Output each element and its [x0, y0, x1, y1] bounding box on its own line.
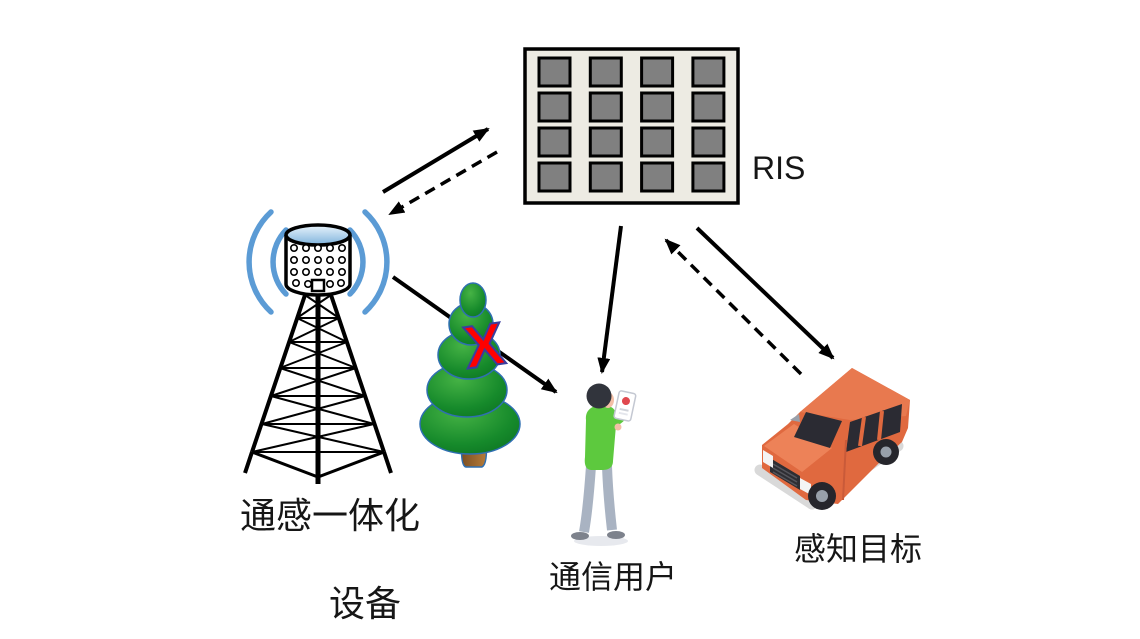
base-station-label: 通感一体化 设备 — [220, 494, 440, 639]
user-icon — [571, 383, 637, 546]
ris-element — [537, 91, 572, 123]
arrow-ris-to-bs-dashed — [388, 150, 498, 216]
ris-element — [640, 91, 675, 123]
car-mirror — [790, 414, 800, 422]
car-wheel-hub — [880, 446, 892, 458]
ris-element — [691, 126, 726, 158]
user-shoe — [607, 531, 625, 539]
ris-element — [691, 56, 726, 88]
ris-element — [537, 56, 572, 88]
base-station-label-line1: 通感一体化 — [239, 495, 420, 536]
ris-element — [640, 56, 675, 88]
ris-element — [537, 161, 572, 193]
car-headlight — [763, 450, 773, 468]
car-windshield — [794, 412, 842, 448]
car-headlight — [800, 478, 811, 495]
ris-element — [588, 161, 623, 193]
base-station-icon — [243, 209, 393, 484]
tower-lattice — [243, 292, 393, 484]
antenna-drum-icon — [284, 223, 352, 297]
user-leg — [602, 465, 617, 531]
ris-element — [588, 56, 623, 88]
ris-label: RIS — [752, 150, 806, 186]
ris-element — [588, 126, 623, 158]
ris-element — [588, 91, 623, 123]
signal-waves-icon — [246, 209, 390, 315]
ris-panel — [523, 47, 740, 205]
car-window-pillars — [858, 410, 884, 447]
car-hood — [764, 424, 832, 472]
user-leg — [579, 465, 596, 533]
ris-element — [640, 126, 675, 158]
sensing-target-label: 感知目标 — [793, 531, 922, 567]
car-roof — [800, 368, 910, 420]
base-station-label-line2: 设备 — [329, 583, 402, 624]
car-door-seam — [842, 439, 847, 501]
user-shoe — [571, 532, 589, 540]
blocked-x-icon: X — [460, 310, 509, 382]
user-hair — [586, 383, 612, 409]
arrow-bs-to-ris — [381, 127, 490, 194]
tree-icon: X — [419, 282, 521, 468]
phone-icon — [613, 390, 637, 422]
arrow-ris-to-target — [695, 226, 835, 360]
ris-element — [640, 161, 675, 193]
car-grille-slats — [772, 463, 798, 487]
comm-user-label: 通信用户 — [548, 559, 677, 595]
ris-element — [537, 126, 572, 158]
links — [381, 127, 835, 394]
arrow-ris-to-user — [597, 225, 623, 374]
arrow-target-to-ris-dashed — [664, 238, 803, 376]
car-front-bumper — [754, 464, 818, 510]
ris-element — [691, 161, 726, 193]
car-icon — [754, 368, 910, 510]
ris-element — [691, 91, 726, 123]
ris-elements — [537, 56, 726, 193]
user-hand — [614, 423, 622, 431]
car-wheel-hub — [816, 490, 828, 502]
